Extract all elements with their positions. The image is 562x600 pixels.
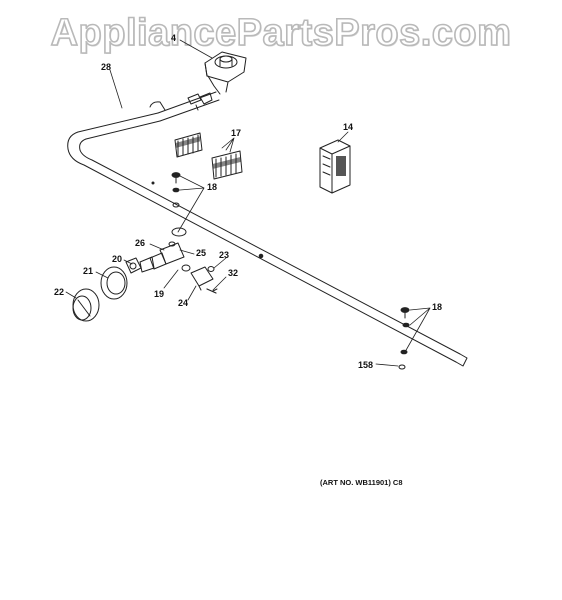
callout-18-lower: 18 xyxy=(432,302,443,312)
manifold-tube xyxy=(67,91,468,367)
callout-14: 14 xyxy=(343,122,354,132)
callout-24: 24 xyxy=(178,298,189,308)
callout-32: 32 xyxy=(228,268,239,278)
knob-parts xyxy=(72,257,142,322)
callout-18-upper: 18 xyxy=(207,182,218,192)
terminal-blocks xyxy=(174,132,243,180)
switch-parts xyxy=(181,264,218,294)
callout-17: 17 xyxy=(231,128,242,138)
callout-4: 4 xyxy=(171,33,177,43)
callout-19: 19 xyxy=(154,289,165,299)
callout-28: 28 xyxy=(101,62,112,72)
leader-lines xyxy=(65,39,431,367)
callout-26: 26 xyxy=(135,238,146,248)
screw-lower xyxy=(398,307,410,370)
screw-upper xyxy=(171,172,181,193)
valve-assembly xyxy=(139,227,187,273)
callout-25: 25 xyxy=(196,248,207,258)
watermark-logo: AppliancePartsPros.com xyxy=(50,11,512,55)
callout-20: 20 xyxy=(112,254,123,264)
art-number: (ART NO. WB11901) C8 xyxy=(320,478,403,487)
spark-module xyxy=(319,139,351,194)
pressure-regulator xyxy=(149,51,247,111)
callout-23: 23 xyxy=(219,250,230,260)
callout-22: 22 xyxy=(54,287,65,297)
callout-21: 21 xyxy=(83,266,94,276)
callout-158: 158 xyxy=(358,360,374,370)
